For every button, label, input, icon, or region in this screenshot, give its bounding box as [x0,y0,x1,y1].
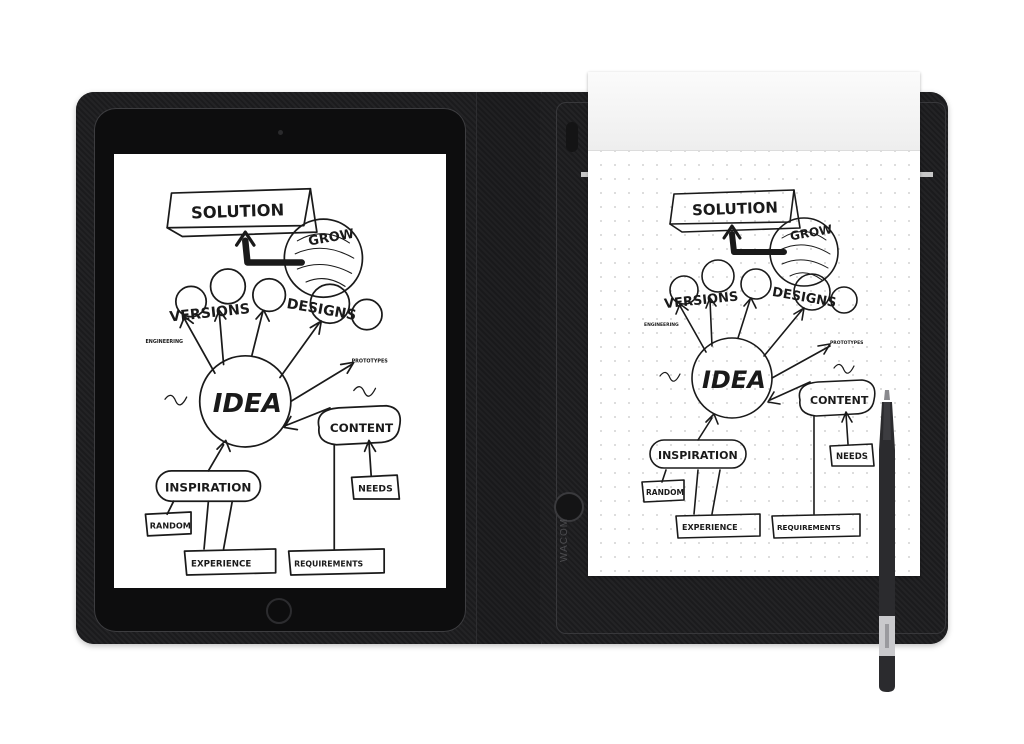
pen-loop [554,492,584,522]
inspiration-label-paper: INSPIRATION [658,449,738,462]
inspiration-label: INSPIRATION [165,480,251,494]
camera-icon [278,130,283,135]
home-button [266,598,292,624]
requirements-label-paper: REQUIREMENTS [777,523,841,532]
needs-label: NEEDS [358,483,393,494]
solution-label: SOLUTION [191,200,285,222]
paper-pad: SOLUTION GROW VERSIONS DESIGNS ENGINEERI… [588,72,920,576]
experience-label-paper: EXPERIENCE [682,523,738,532]
random-label: RANDOM [150,520,191,530]
content-label-paper: CONTENT [810,394,869,407]
experience-label: EXPERIENCE [191,559,251,569]
tablet-device: SOLUTION GROW VERSIONS DESIGNS ENGINEERI… [94,108,466,632]
prototypes-label: PROTOTYPES [352,358,389,364]
designs-label-paper: DESIGNS [771,285,837,311]
versions-label-paper: VERSIONS [663,289,739,312]
pad-binding [588,72,920,151]
pen-loop-top [566,122,578,152]
prototypes-label-paper: PROTOTYPES [830,340,863,346]
case-spine [476,92,542,644]
grow-label-paper: GROW [789,222,833,243]
mind-map-paper: SOLUTION GROW VERSIONS DESIGNS ENGINEERI… [641,189,876,539]
idea-label-paper: IDEA [702,366,766,394]
mind-map-tablet: SOLUTION GROW VERSIONS DESIGNS ENGINEERI… [144,187,402,576]
brand-mark: WACOM [559,517,570,562]
tablet-screen: SOLUTION GROW VERSIONS DESIGNS ENGINEERI… [114,154,446,588]
designs-label: DESIGNS [285,296,357,324]
content-label: CONTENT [330,421,394,435]
engineering-label-paper: ENGINEERING [644,322,679,328]
solution-box [166,187,318,238]
idea-label: IDEA [213,389,282,419]
random-label-paper: RANDOM [646,488,684,497]
engineering-label: ENGINEERING [145,339,183,345]
needs-label-paper: NEEDS [836,452,868,462]
grow-label: GROW [307,227,355,250]
requirements-label: REQUIREMENTS [294,559,363,568]
stylus-pen [879,390,895,692]
versions-label: VERSIONS [169,301,251,325]
solution-label-paper: SOLUTION [692,198,778,219]
